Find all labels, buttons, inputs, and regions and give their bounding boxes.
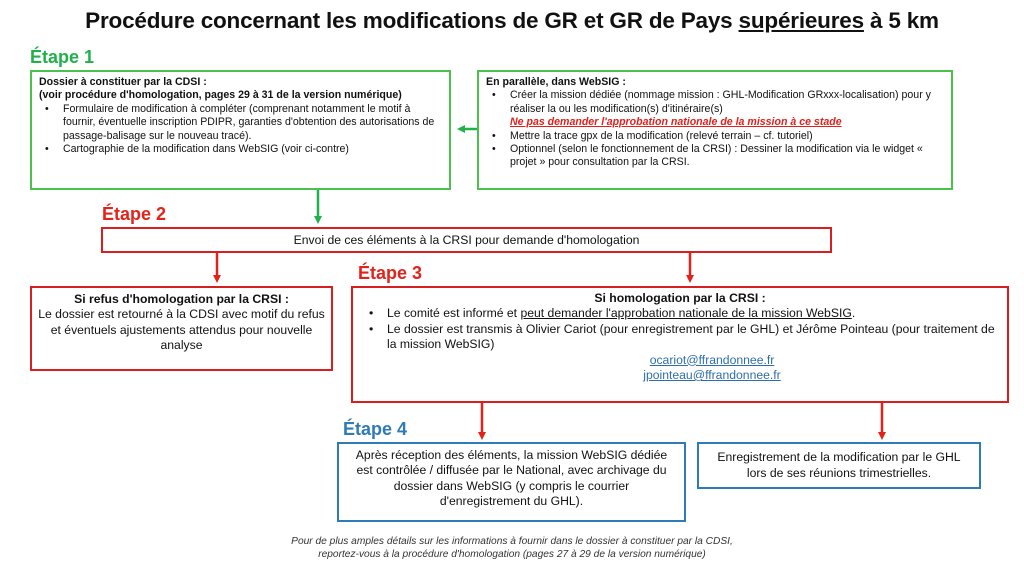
cdsi-dossier-list: Formulaire de modification à compléter (…: [39, 103, 442, 157]
ghl-registration-box: Enregistrement de la modification par le…: [697, 442, 981, 489]
footnote-line-1: Pour de plus amples détails sur les info…: [291, 536, 733, 547]
email-link-ocariot[interactable]: ocariot@ffrandonnee.fr: [649, 352, 775, 367]
websig-parallel-list: Créer la mission dédiée (nommage mission…: [486, 89, 944, 169]
title-start: Procédure concernant les modifications d…: [85, 8, 739, 33]
websig-warning-text: Ne pas demander l'approbation nationale …: [510, 116, 842, 129]
email-link-jpointeau[interactable]: jpointeau@ffrandonnee.fr: [643, 368, 781, 383]
homologation-list: Le comité est informé et peut demander l…: [363, 306, 997, 352]
list-item: Le comité est informé et peut demander l…: [363, 306, 997, 322]
homologation-item-informed: Le comité est informé et: [387, 306, 521, 321]
list-item: Cartographie de la modification dans Web…: [39, 143, 442, 157]
step-4-label: Étape 4: [343, 419, 408, 439]
homologation-item-approval: peut demander l'approbation nationale de…: [520, 306, 852, 321]
websig-parallel-heading: En parallèle, dans WebSIG :: [486, 76, 626, 88]
title-end: à 5 km: [863, 8, 939, 33]
step-3-label: Étape 3: [358, 263, 423, 283]
envoi-crsi-text: Envoi de ces éléments à la CRSI pour dem…: [293, 233, 640, 247]
cdsi-dossier-subheading: (voir procédure d'homologation, pages 29…: [39, 89, 402, 102]
step-2-label: Étape 2: [102, 204, 167, 224]
title-underlined: supérieures: [738, 8, 865, 33]
cdsi-dossier-heading: Dossier à constituer par la CDSI :: [39, 76, 207, 88]
homologation-heading: Si homologation par la CRSI :: [594, 291, 766, 305]
cdsi-dossier-box: Dossier à constituer par la CDSI : (voir…: [30, 70, 451, 190]
websig-step-create-mission: Créer la mission dédiée (nommage mission…: [510, 89, 931, 115]
page-title: Procédure concernant les modifications d…: [0, 8, 1024, 34]
list-item: Le dossier est transmis à Olivier Cariot…: [363, 322, 997, 353]
homologation-box: Si homologation par la CRSI : Le comité …: [351, 286, 1009, 403]
footnote: Pour de plus amples détails sur les info…: [0, 535, 1024, 561]
refus-heading: Si refus d'homologation par la CRSI :: [74, 292, 289, 306]
ghl-registration-text: Enregistrement de la modification par le…: [717, 450, 961, 480]
envoi-crsi-box: Envoi de ces éléments à la CRSI pour dem…: [101, 227, 832, 253]
list-item: Mettre la trace gpx de la modification (…: [486, 130, 944, 144]
step-1-label: Étape 1: [30, 47, 95, 67]
list-item: Optionnel (selon le fonctionnement de la…: [486, 143, 944, 170]
footnote-line-2: reportez-vous à la procédure d'homologat…: [318, 549, 706, 560]
email-list: ocariot@ffrandonnee.fr jpointeau@ffrando…: [363, 353, 997, 384]
homologation-item-end: .: [851, 306, 856, 321]
list-item: Formulaire de modification à compléter (…: [39, 103, 442, 143]
national-control-box: Après réception des éléments, la mission…: [337, 442, 686, 522]
refus-homologation-box: Si refus d'homologation par la CRSI : Le…: [30, 286, 333, 371]
national-control-text: Après réception des éléments, la mission…: [355, 448, 668, 509]
refus-text: Le dossier est retourné à la CDSI avec m…: [38, 307, 325, 353]
list-item: Créer la mission dédiée (nommage mission…: [486, 89, 944, 129]
websig-parallel-box: En parallèle, dans WebSIG : Créer la mis…: [477, 70, 953, 190]
